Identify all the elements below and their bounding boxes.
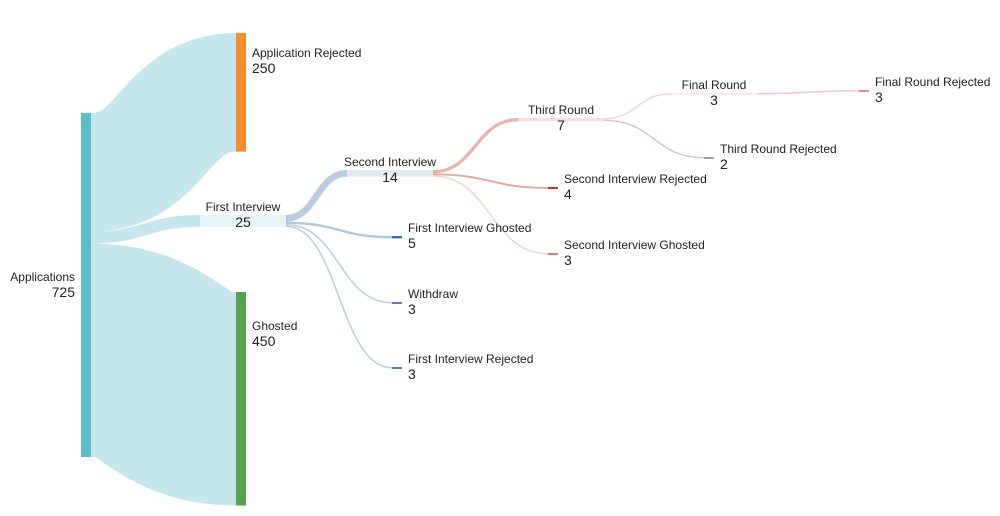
node-label-final-round: Final Round	[682, 78, 747, 92]
node-value-second-interview: 14	[382, 169, 398, 185]
node-label-withdraw: Withdraw	[408, 287, 458, 301]
node-third-round[interactable]	[518, 118, 604, 122]
link-third-round-to-final-round	[603, 93, 672, 120]
node-label-first-rejected: First Interview Rejected	[408, 352, 533, 366]
node-label-app-rejected: Application Rejected	[252, 46, 361, 60]
node-value-final-round: 3	[710, 92, 718, 108]
node-value-final-rejected: 3	[875, 89, 883, 105]
link-third-round-to-third-rejected	[603, 119, 705, 159]
node-label-second-rejected: Second Interview Rejected	[564, 172, 707, 186]
node-value-app-rejected: 250	[252, 60, 276, 76]
node-first-ghosted[interactable]	[392, 236, 402, 239]
node-label-ghosted: Ghosted	[252, 319, 297, 333]
links-layer	[85, 32, 860, 506]
node-value-first-ghosted: 5	[408, 235, 416, 251]
node-second-rejected[interactable]	[548, 187, 558, 189]
link-applications-to-ghosted	[85, 243, 242, 506]
node-label-third-round: Third Round	[528, 103, 594, 117]
node-first-interview[interactable]	[200, 215, 286, 227]
node-label-second-ghosted: Second Interview Ghosted	[564, 238, 705, 252]
node-label-final-rejected: Final Round Rejected	[875, 75, 990, 89]
node-final-round[interactable]	[671, 93, 757, 95]
link-applications-to-first-interview	[90, 214, 201, 244]
node-third-rejected[interactable]	[704, 157, 714, 159]
link-first-interview-to-first-rejected	[285, 225, 393, 369]
node-label-applications: Applications	[10, 270, 75, 284]
link-applications-to-app-rejected	[86, 32, 241, 232]
node-value-first-interview: 25	[235, 214, 251, 230]
node-value-second-rejected: 4	[564, 186, 572, 202]
node-value-applications: 725	[52, 284, 76, 300]
node-value-ghosted: 450	[252, 333, 276, 349]
node-value-first-rejected: 3	[408, 366, 416, 382]
node-ghosted[interactable]	[236, 292, 246, 506]
node-value-withdraw: 3	[408, 301, 416, 317]
node-first-rejected[interactable]	[392, 367, 402, 369]
link-first-interview-to-first-ghosted	[285, 221, 393, 239]
node-value-third-round: 7	[557, 117, 565, 133]
link-first-interview-to-second-interview	[285, 169, 348, 222]
node-label-first-ghosted: First Interview Ghosted	[408, 221, 531, 235]
link-second-interview-to-second-rejected	[432, 173, 549, 189]
link-second-interview-to-third-round	[432, 118, 519, 174]
node-label-second-interview: Second Interview	[344, 155, 436, 169]
node-label-third-rejected: Third Round Rejected	[720, 142, 837, 156]
node-applications[interactable]	[81, 113, 91, 457]
node-second-interview[interactable]	[347, 170, 433, 177]
node-second-ghosted[interactable]	[548, 253, 558, 255]
link-final-round-to-final-rejected	[756, 90, 860, 95]
link-second-interview-to-second-ghosted	[432, 175, 549, 255]
node-value-second-ghosted: 3	[564, 252, 572, 268]
node-app-rejected[interactable]	[236, 33, 246, 152]
node-value-third-rejected: 2	[720, 156, 728, 172]
node-final-rejected[interactable]	[859, 90, 869, 92]
nodes-layer	[81, 33, 869, 506]
node-label-first-interview: First Interview	[206, 200, 281, 214]
node-withdraw[interactable]	[392, 302, 402, 304]
link-first-interview-to-withdraw	[285, 224, 393, 304]
